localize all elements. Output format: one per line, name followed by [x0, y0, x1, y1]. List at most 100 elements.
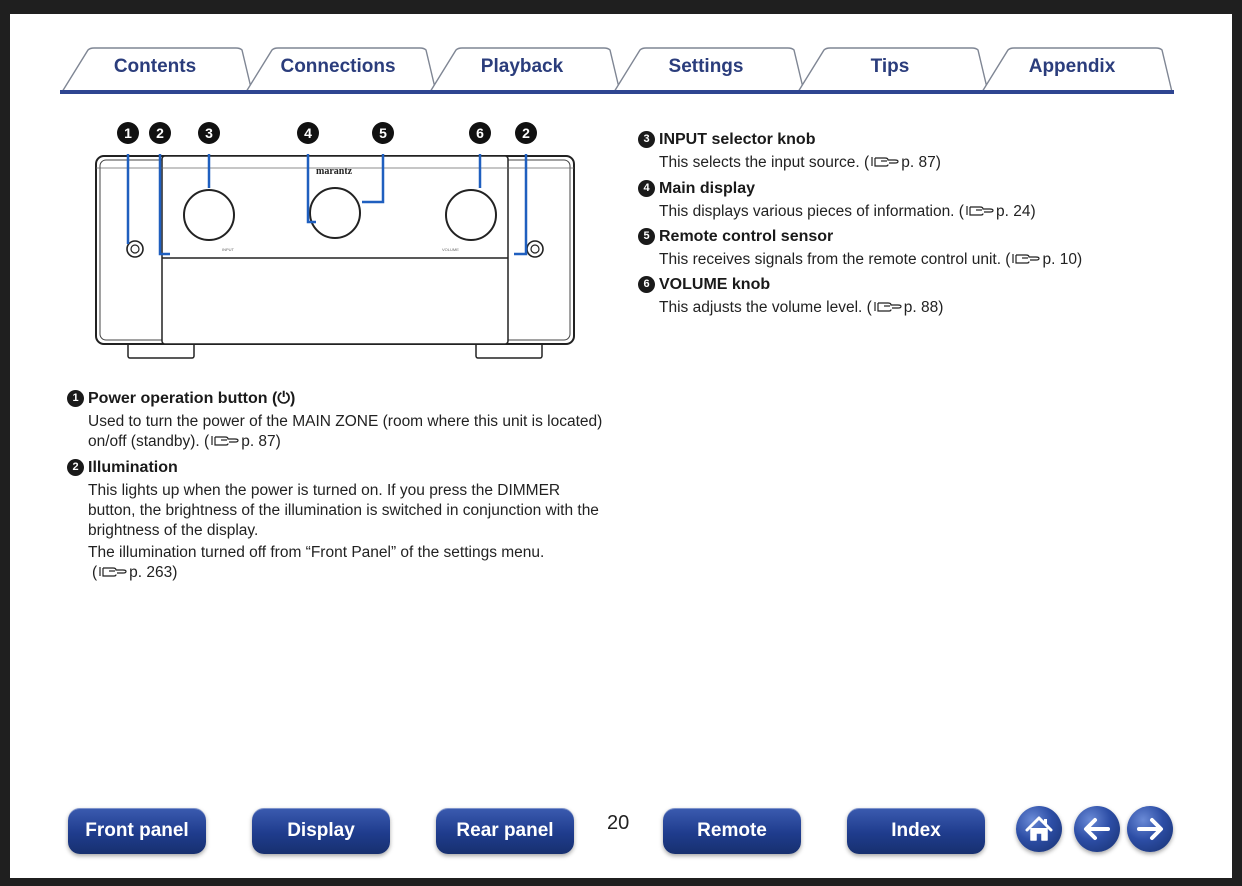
- main-display-window: [309, 187, 361, 239]
- ref-link-p263[interactable]: p. 263): [129, 564, 178, 581]
- pointing-hand-icon: [871, 157, 899, 167]
- pointing-hand-icon: [1012, 254, 1041, 264]
- knob-label-input: INPUT: [222, 247, 235, 252]
- page-number: 20: [607, 812, 630, 834]
- callout-4: 4: [297, 122, 319, 144]
- power-desc-text: Used to turn the power of the MAIN ZONE …: [88, 413, 603, 450]
- ref-link-p87[interactable]: p. 87): [241, 433, 281, 450]
- leader-2-right: [514, 154, 528, 256]
- home-button[interactable]: [1016, 806, 1062, 852]
- bullet-6: 6: [638, 276, 655, 293]
- forward-button[interactable]: [1127, 806, 1173, 852]
- tab-bar: Contents Connections Playback Settings T…: [10, 14, 1232, 96]
- tab-shape-connections: [245, 47, 437, 93]
- home-icon: [1025, 816, 1053, 841]
- volume-knob-drawing: [445, 189, 497, 241]
- bullet-4: 4: [638, 180, 655, 197]
- item-desc-input: This selects the input source. (p. 87): [659, 154, 941, 171]
- item-desc-illumination: This lights up when the power is turned …: [67, 478, 607, 583]
- knob-label-volume: VOLUME: [442, 247, 459, 252]
- back-button[interactable]: [1074, 806, 1120, 852]
- tab-settings[interactable]: Settings: [668, 56, 744, 77]
- volume-desc-text: This adjusts the volume level.: [659, 299, 863, 316]
- callout-1: 1: [117, 122, 139, 144]
- illumination-ref: (p. 263): [92, 564, 178, 581]
- display-title-text: Main display: [659, 180, 756, 197]
- brand-logo: marantz: [316, 166, 353, 177]
- callout-3: 3: [198, 122, 220, 144]
- power-title-text: Power operation button (⏻): [88, 390, 296, 407]
- sensor-desc-text: This receives signals from the remote co…: [659, 251, 1001, 268]
- headphone-jack-core: [530, 244, 540, 254]
- volume-title-text: VOLUME knob: [659, 276, 771, 293]
- callout-2-right: 2: [515, 122, 537, 144]
- item-desc-power: Used to turn the power of the MAIN ZONE …: [88, 413, 603, 450]
- sensor-title-text: Remote control sensor: [659, 228, 834, 245]
- remote-button[interactable]: Remote: [663, 808, 801, 854]
- callout-6: 6: [469, 122, 491, 144]
- tab-connections[interactable]: Connections: [280, 56, 396, 77]
- tab-shape-appendix: [981, 47, 1173, 93]
- tab-contents[interactable]: Contents: [113, 56, 197, 77]
- leader-2-left: [158, 154, 170, 256]
- ref-link-p10[interactable]: p. 10): [1042, 251, 1083, 268]
- pointing-hand-icon: [874, 302, 902, 312]
- rear-panel-button[interactable]: Rear panel: [436, 808, 574, 854]
- illumination-desc-text-2: The illumination turned off from “Front …: [88, 544, 545, 561]
- input-title-text: INPUT selector knob: [659, 131, 816, 148]
- tab-shape-contents: [61, 47, 253, 93]
- pointing-hand-icon: [99, 567, 127, 577]
- bullet-5: 5: [638, 228, 655, 245]
- power-button-core: [130, 244, 140, 254]
- tab-bar-shapes: [60, 47, 1174, 94]
- tab-shape-tips: [797, 47, 989, 93]
- front-panel-plate: [161, 155, 509, 345]
- input-knob-drawing: [183, 189, 235, 241]
- leader-4: [306, 154, 316, 224]
- ref-link-p87-input[interactable]: p. 87): [901, 154, 941, 171]
- tab-shape-playback: [429, 47, 621, 93]
- illumination-desc-text: This lights up when the power is turned …: [88, 482, 599, 539]
- callout-2: 2: [149, 122, 171, 144]
- illumination-title-text: Illumination: [88, 459, 178, 476]
- manual-page: Contents Connections Playback Settings T…: [10, 14, 1232, 878]
- ref-link-p88[interactable]: p. 88): [903, 299, 944, 316]
- bullet-1: 1: [67, 390, 84, 407]
- display-desc-text: This displays various pieces of informat…: [659, 203, 955, 220]
- display-button[interactable]: Display: [252, 808, 390, 854]
- bullet-2: 2: [67, 459, 84, 476]
- tab-bar-underline: [60, 90, 1174, 94]
- arrow-right-icon: [1137, 818, 1163, 840]
- input-desc-text: This selects the input source.: [659, 154, 860, 171]
- item-desc-sensor: This receives signals from the remote co…: [659, 251, 1083, 268]
- item-desc-display: This displays various pieces of informat…: [659, 203, 1036, 220]
- bullet-3: 3: [638, 131, 655, 148]
- ref-link-p24[interactable]: p. 24): [995, 203, 1036, 220]
- index-button[interactable]: Index: [847, 808, 985, 854]
- tab-shape-settings: [613, 47, 805, 93]
- pointing-hand-icon: [211, 436, 239, 446]
- front-panel-illustration: marantz INPUT VOLUME 1 2 3 4 5 6 2: [90, 118, 580, 374]
- tab-appendix[interactable]: Appendix: [1028, 56, 1116, 77]
- front-panel-drawing: marantz INPUT VOLUME: [95, 154, 575, 359]
- tab-tips[interactable]: Tips: [870, 56, 910, 77]
- front-panel-button[interactable]: Front panel: [68, 808, 206, 854]
- pointing-hand-icon: [966, 206, 994, 216]
- tab-playback[interactable]: Playback: [480, 56, 564, 77]
- arrow-left-icon: [1084, 818, 1110, 840]
- leader-5: [362, 154, 385, 204]
- callout-5: 5: [372, 122, 394, 144]
- item-desc-volume: This adjusts the volume level. (p. 88): [659, 299, 944, 316]
